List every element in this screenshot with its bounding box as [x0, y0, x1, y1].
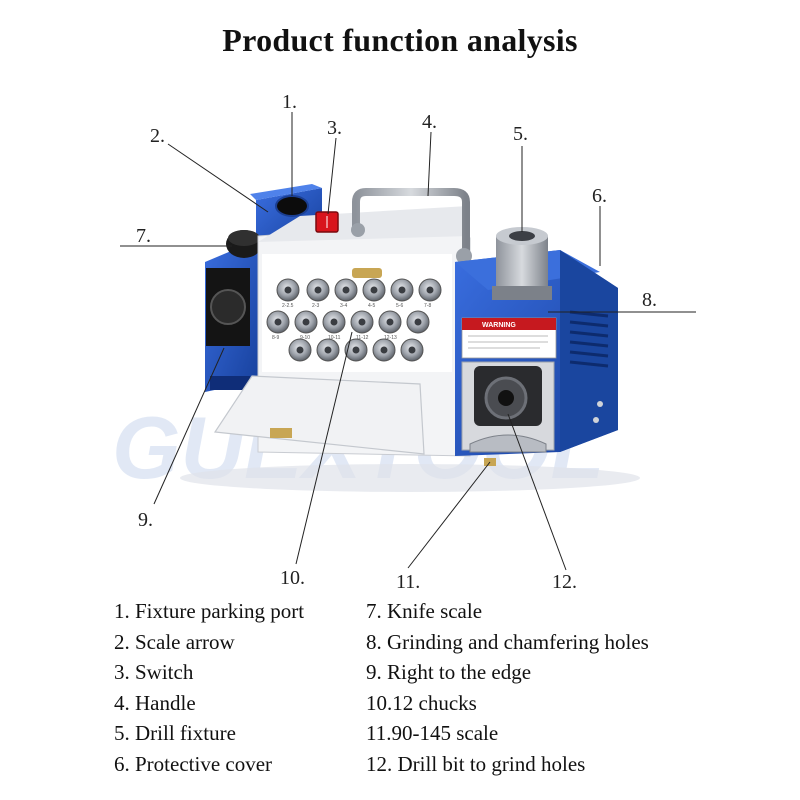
- product-diagram: GUEXTOOL 2-2.52-33-44-55-67-88-99-1010-1…: [112, 91, 696, 593]
- chuck-bore: [414, 318, 422, 326]
- chuck-label: 11-12: [356, 335, 369, 341]
- chuck-label: 7-8: [424, 303, 431, 309]
- leader-2: [167, 143, 269, 213]
- callout-2: 2.: [150, 125, 165, 147]
- callout-6: 6.: [592, 185, 607, 207]
- legend-left: 1. Fixture parking port 2. Scale arrow 3…: [114, 596, 304, 780]
- chuck-bore: [352, 346, 360, 354]
- chuck-latch: [352, 268, 382, 278]
- callout-9: 9.: [138, 509, 153, 531]
- left-foot: [210, 376, 250, 390]
- cover-latch: [270, 428, 292, 438]
- handle-base-right: [456, 248, 472, 264]
- chuck-label: 8-9: [272, 335, 279, 341]
- chuck-bore: [386, 318, 394, 326]
- legend-item: 3. Switch: [114, 660, 194, 685]
- chuck-bore: [274, 318, 282, 326]
- chuck-label: 2-3: [312, 303, 319, 309]
- legend-item: 10.12 chucks: [366, 690, 477, 715]
- chuck-bore: [398, 286, 406, 294]
- legend-item: 12. Drill bit to grind holes: [366, 751, 586, 776]
- leader-11: [407, 461, 491, 569]
- handle: [352, 188, 470, 254]
- callout-10: 10.: [280, 567, 305, 589]
- vent-slot: [569, 360, 609, 368]
- chuck-bore: [380, 346, 388, 354]
- edge-fixture-hole: [210, 289, 246, 325]
- handle-base-left: [351, 223, 365, 237]
- warning-label-text: WARNING: [482, 322, 516, 329]
- machine-shadow: [180, 464, 640, 492]
- legend-item: 5. Drill fixture: [114, 721, 236, 746]
- chuck-bore: [330, 318, 338, 326]
- protective-cover: [213, 375, 425, 455]
- main-body-top: [258, 206, 470, 242]
- vent-slot: [569, 340, 609, 348]
- callout-5: 5.: [513, 123, 528, 145]
- fixture-parking-port: [275, 195, 309, 217]
- chuck-label: 2-2.5: [282, 303, 294, 309]
- right-cabinet-side: [560, 250, 618, 452]
- angle-scale: [469, 434, 547, 453]
- legend-item: 7. Knife scale: [366, 599, 483, 623]
- chuck-label: 10-11: [328, 335, 341, 341]
- chuck-bore: [408, 346, 416, 354]
- callout-7: 7.: [136, 225, 151, 247]
- chuck-label: 4-5: [368, 303, 375, 309]
- legend-item: 1. Fixture parking port: [114, 599, 305, 623]
- chuck-label: 3-4: [340, 303, 347, 309]
- callout-4: 4.: [422, 111, 437, 133]
- top-left-block-top: [250, 184, 322, 200]
- chuck-bore: [426, 286, 434, 294]
- chucks-group: 2-2.5 2-3 3-4 4-5 5-6 7-8 8-9 9-10 10-11 11-12 12-…: [266, 278, 442, 362]
- legend-item: 4. Handle: [114, 690, 196, 715]
- chuck-label: 12-13: [384, 335, 397, 341]
- legend-right: 7. Knife scale 8. Grinding and chamferin…: [366, 596, 649, 780]
- legend-item: 9. Right to the edge: [366, 660, 532, 685]
- legend-item: 6. Protective cover: [114, 751, 273, 776]
- leader-9: [153, 347, 225, 505]
- callout-1: 1.: [282, 91, 297, 113]
- drill-fixture: [496, 236, 548, 292]
- callout-11: 11.: [396, 571, 420, 593]
- page-title: Product function analysis: [222, 22, 578, 58]
- callout-12: 12.: [552, 571, 577, 593]
- legend-item: 11.90-145 scale: [366, 721, 499, 746]
- vent-slot: [569, 310, 609, 318]
- leader-12: [507, 413, 567, 571]
- leader-3: [327, 137, 337, 215]
- chuck-bore: [284, 286, 292, 294]
- chuck-bore: [370, 286, 378, 294]
- chuck-bore: [296, 346, 304, 354]
- leader-10: [295, 331, 353, 565]
- vent-slot: [569, 320, 609, 328]
- chuck-bore: [302, 318, 310, 326]
- leader-4: [427, 131, 432, 197]
- chuck-label: 9-10: [300, 335, 310, 341]
- chuck-bore: [358, 318, 366, 326]
- chuck-label: 5-6: [396, 303, 403, 309]
- legend-item: 2. Scale arrow: [114, 629, 235, 654]
- vent-slot: [569, 350, 609, 358]
- chuck-bore: [324, 346, 332, 354]
- callout-3: 3.: [327, 117, 342, 139]
- chuck-bore: [314, 286, 322, 294]
- vent-slot: [569, 330, 609, 338]
- cabinet-vents: [569, 310, 609, 368]
- legend-item: 8. Grinding and chamfering holes: [366, 629, 649, 654]
- callout-8: 8.: [642, 289, 657, 311]
- leader-lines: [120, 112, 696, 571]
- chuck-bore: [342, 286, 350, 294]
